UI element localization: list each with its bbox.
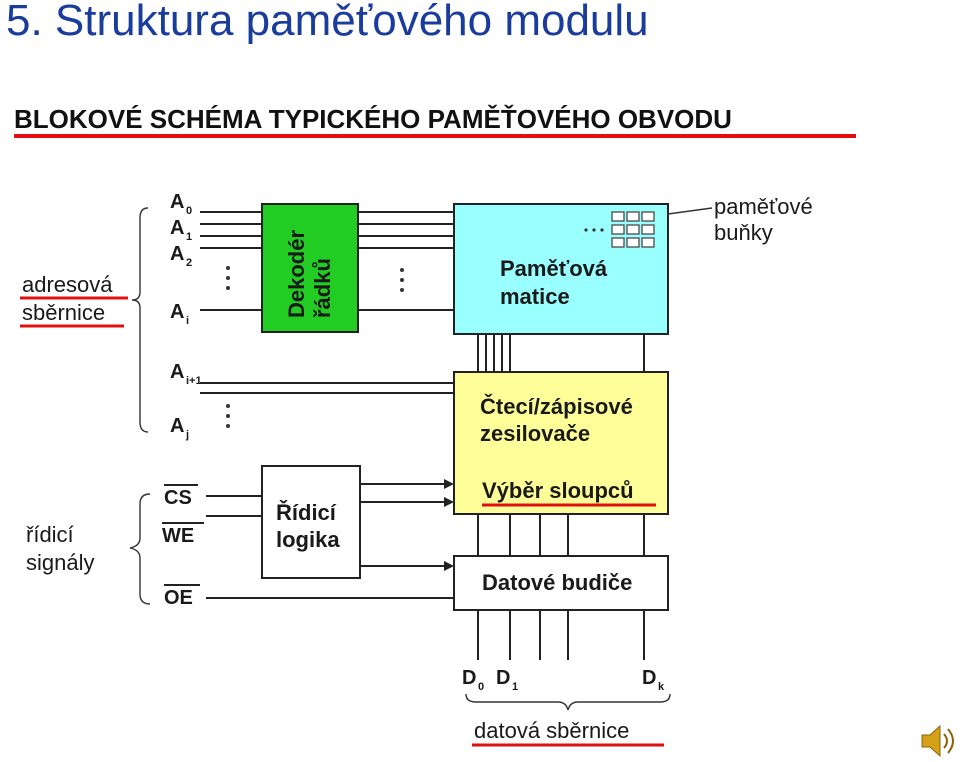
cells-pointer bbox=[667, 207, 713, 215]
control-signals-brace bbox=[129, 493, 151, 605]
svg-text:Řídicí: Řídicí bbox=[276, 500, 337, 525]
svg-text:zesilovače: zesilovače bbox=[480, 421, 590, 446]
control-line-oe: OE bbox=[164, 584, 200, 609]
svg-text:D: D bbox=[642, 667, 656, 689]
svg-text:j: j bbox=[185, 429, 189, 441]
svg-text:Paměťová: Paměťová bbox=[500, 256, 608, 281]
control-signals-label-1: řídicí bbox=[26, 522, 74, 547]
svg-text:A: A bbox=[170, 217, 184, 239]
svg-text:Čtecí/zápisové: Čtecí/zápisové bbox=[480, 394, 633, 419]
data-bus-brace bbox=[465, 693, 671, 711]
diagram-heading: BLOKOVÉ SCHÉMA TYPICKÉHO PAMĚŤOVÉHO OBVO… bbox=[14, 104, 732, 134]
svg-text:1: 1 bbox=[186, 231, 192, 243]
svg-text:Dekodér: Dekodér bbox=[284, 230, 309, 318]
address-line-ai1: A i+1 bbox=[170, 361, 202, 387]
ellipsis-rows-vertical bbox=[400, 268, 404, 292]
memory-matrix-block: Paměťová matice bbox=[453, 203, 669, 335]
control-signals-label-2: signály bbox=[26, 550, 94, 575]
svg-text:0: 0 bbox=[186, 205, 192, 217]
svg-text:matice: matice bbox=[500, 284, 570, 309]
ellipsis-cells bbox=[584, 228, 604, 232]
memory-cells-grid bbox=[611, 211, 655, 248]
address-bus-label-1: adresová bbox=[22, 272, 113, 297]
column-select-label: Výběr sloupců bbox=[482, 478, 634, 503]
control-line-we: WE bbox=[162, 522, 204, 547]
data-bus-label: datová sběrnice bbox=[474, 718, 629, 743]
control-logic-arrows bbox=[360, 479, 454, 571]
control-line-cs: CS bbox=[164, 484, 198, 509]
svg-text:A: A bbox=[170, 301, 184, 323]
address-line-a2: A 2 bbox=[170, 243, 192, 269]
control-logic-block: Řídicí logika bbox=[261, 465, 361, 579]
ellipsis-address-vertical-2 bbox=[226, 404, 230, 428]
data-drivers-block: Datové budiče bbox=[453, 555, 669, 611]
data-line-d1: D 1 bbox=[496, 667, 518, 693]
svg-text:A: A bbox=[170, 191, 184, 213]
address-bus-brace bbox=[131, 207, 149, 433]
svg-text:i: i bbox=[186, 315, 189, 327]
row-decoder-block: Dekodér řádků bbox=[261, 203, 359, 333]
svg-text:Datové budiče: Datové budiče bbox=[482, 570, 632, 595]
address-line-aj: A j bbox=[170, 415, 189, 441]
svg-text:A: A bbox=[170, 361, 184, 383]
cells-label-1: paměťové bbox=[714, 194, 813, 219]
data-line-dk: D k bbox=[642, 667, 665, 693]
svg-text:OE: OE bbox=[164, 587, 193, 609]
svg-text:logika: logika bbox=[276, 527, 340, 552]
svg-text:D: D bbox=[496, 667, 510, 689]
read-write-amplifiers-block: Čtecí/zápisové zesilovače Výběr sloupců bbox=[453, 371, 669, 515]
address-line-a0: A 0 bbox=[170, 191, 192, 217]
svg-text:A: A bbox=[170, 243, 184, 265]
cells-label-2: buňky bbox=[714, 220, 773, 245]
svg-text:k: k bbox=[658, 681, 665, 693]
svg-text:2: 2 bbox=[186, 257, 192, 269]
address-line-a1: A 1 bbox=[170, 217, 192, 243]
svg-text:i+1: i+1 bbox=[186, 375, 202, 387]
ellipsis-address-vertical bbox=[226, 266, 230, 290]
svg-text:WE: WE bbox=[162, 525, 194, 547]
address-bus-label-2: sběrnice bbox=[22, 300, 105, 325]
page-title: 5. Struktura paměťového modulu bbox=[6, 0, 649, 45]
svg-text:řádků: řádků bbox=[310, 258, 335, 318]
svg-text:CS: CS bbox=[164, 487, 192, 509]
address-line-ai: A i bbox=[170, 301, 189, 327]
svg-text:A: A bbox=[170, 415, 184, 437]
speaker-icon[interactable] bbox=[921, 724, 954, 758]
svg-text:0: 0 bbox=[478, 681, 484, 693]
data-line-d0: D 0 bbox=[462, 667, 484, 693]
svg-text:1: 1 bbox=[512, 681, 518, 693]
svg-text:D: D bbox=[462, 667, 476, 689]
